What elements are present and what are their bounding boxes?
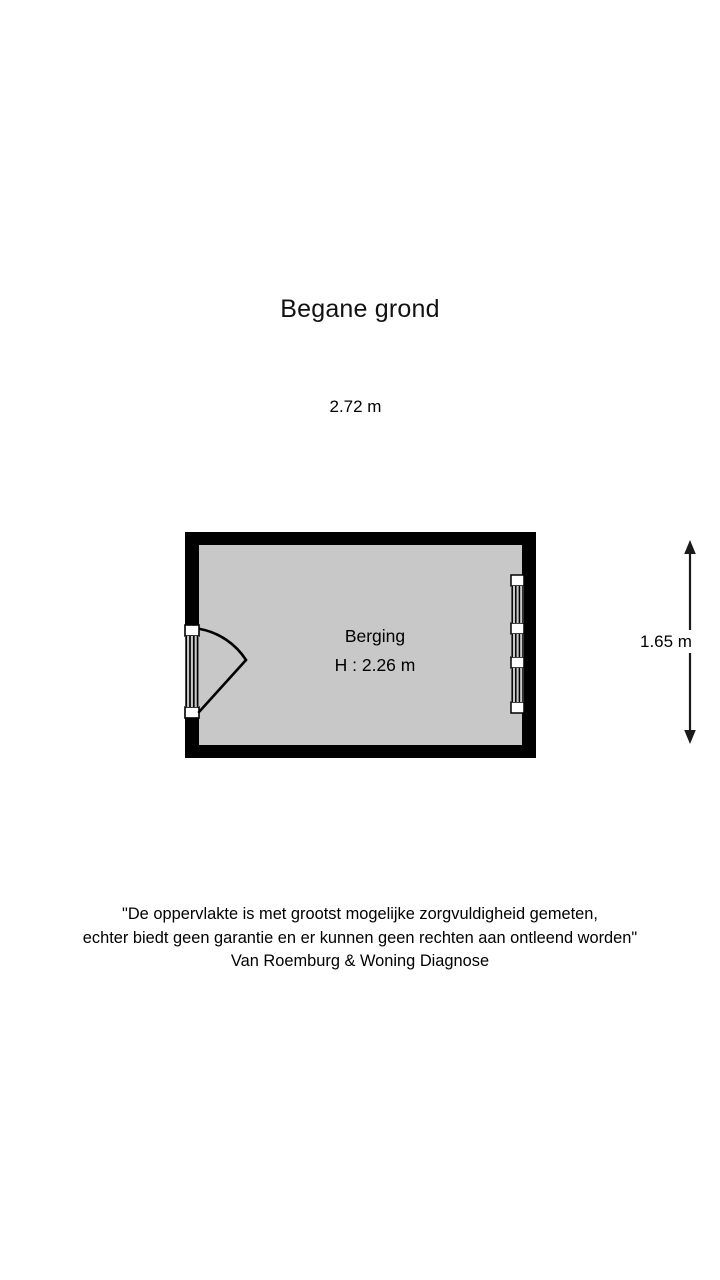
height-dimension-label: 1.65 m <box>612 630 720 654</box>
door-leaf-icon <box>185 636 199 707</box>
width-dimension-label: 2.72 m <box>190 396 521 418</box>
floorplan-drawing <box>184 532 536 758</box>
door-jamb-bottom-icon <box>184 706 200 719</box>
page-title: Begane grond <box>280 295 440 323</box>
height-dimension: 1.65 m <box>612 540 720 744</box>
disclaimer-company: Van Roemburg & Woning Diagnose <box>230 952 490 970</box>
height-dimension-value: 1.65 m <box>636 630 696 653</box>
window-right-wall-icon <box>510 574 525 714</box>
door-swing-icon <box>197 627 248 714</box>
width-dimension: 2.72 m <box>190 396 521 420</box>
disclaimer-line-2: echter biedt geen garantie en er kunnen … <box>82 928 638 947</box>
door-jamb-top-icon <box>184 624 200 637</box>
disclaimer-line-1: "De oppervlakte is met grootst mogelijke… <box>122 905 598 923</box>
room-floor-berging <box>199 545 522 745</box>
width-dimension-value: 2.72 m <box>320 397 391 416</box>
disclaimer: "De oppervlakte is met grootst mogelijke… <box>0 903 720 974</box>
